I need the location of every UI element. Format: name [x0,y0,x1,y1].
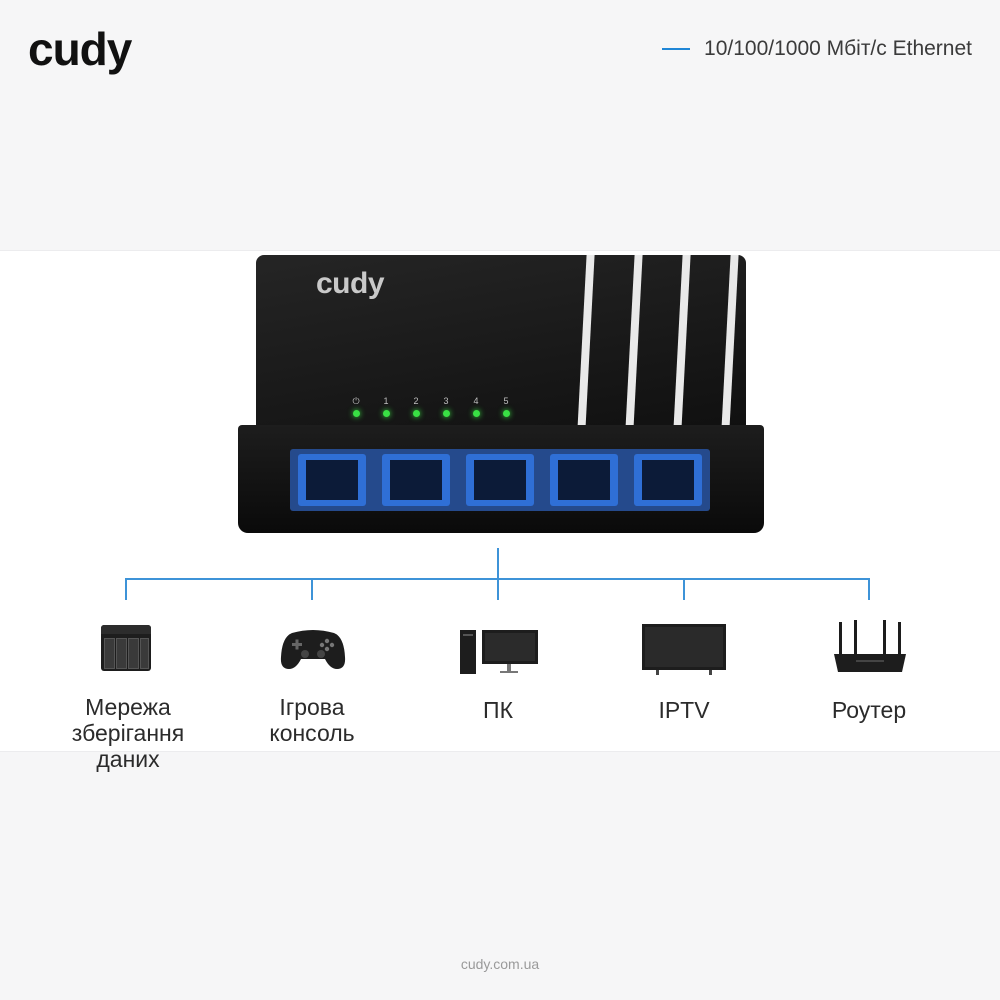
nas-icon [101,625,151,671]
port-latch [570,454,598,460]
vent-slot [721,255,739,430]
gamepad-icon [280,630,346,669]
port-led: 4 [461,395,491,417]
led-label: 3 [443,396,449,406]
rj45-port [550,454,618,506]
port-led: 1 [371,395,401,417]
led-indicator [502,410,510,417]
power-icon: ⏻ [352,396,360,406]
port-led: 5 [491,395,521,417]
port-socket [390,460,442,500]
device-label-iptv: IPTV [658,697,710,723]
port-latch [654,454,682,460]
rj45-port [298,454,366,506]
switch-front-panel [238,425,764,533]
port-socket [642,460,694,500]
desktop-pc-icon [460,630,538,674]
vent-slot [673,255,691,430]
nas-bay [140,638,149,669]
tagline-text: 10/100/1000 Мбіт/с Ethernet [704,37,972,60]
led-label: 4 [473,396,479,406]
led-indicator [442,410,450,417]
port-led: 2 [401,395,431,417]
port-latch [318,454,346,460]
port-latch [402,454,430,460]
device-label-nas: Мережа зберігання даних [71,694,185,772]
port-led: 3 [431,395,461,417]
nas-top [101,625,151,634]
connector-trunk [497,548,499,579]
rj45-port [382,454,450,506]
vent-slot [625,255,643,430]
port-socket [474,460,526,500]
port-socket [306,460,358,500]
switch-top-panel: cudy ⏻ 1 2 3 4 5 [256,255,746,430]
tv-icon [642,624,726,675]
power-led: ⏻ [341,395,371,417]
connector-drop [311,578,313,600]
connector-drop [497,578,499,600]
connector-drop [125,578,127,600]
led-row: ⏻ 1 2 3 4 5 [341,395,521,417]
led-indicator [382,410,390,417]
nas-bay [128,638,139,669]
port-latch [486,454,514,460]
device-label-pc: ПК [483,697,513,723]
rj45-port [466,454,534,506]
device-label-router: Роутер [831,697,907,723]
led-indicator [472,410,480,417]
connector-drop [868,578,870,600]
speed-tagline: 10/100/1000 Мбіт/с Ethernet [662,37,972,61]
ethernet-switch: cudy ⏻ 1 2 3 4 5 [234,255,764,535]
port-socket [558,460,610,500]
rj45-port [634,454,702,506]
nas-bay [104,638,115,669]
led-label: 5 [503,396,509,406]
footer-url[interactable]: cudy.com.ua [460,956,540,972]
device-label-console: Ігрова консоль [269,694,355,746]
led-label: 1 [383,396,389,406]
port-strip [290,449,710,511]
connector-drop [683,578,685,600]
tagline-accent-line [662,48,691,50]
led-indicator [352,410,360,417]
switch-brand: cudy [316,267,385,300]
led-label: 2 [413,396,419,406]
cudy-logo[interactable]: cudy [28,23,132,75]
router-icon [834,620,906,672]
vent-slot [577,255,595,430]
nas-bay [116,638,127,669]
led-indicator [412,410,420,417]
